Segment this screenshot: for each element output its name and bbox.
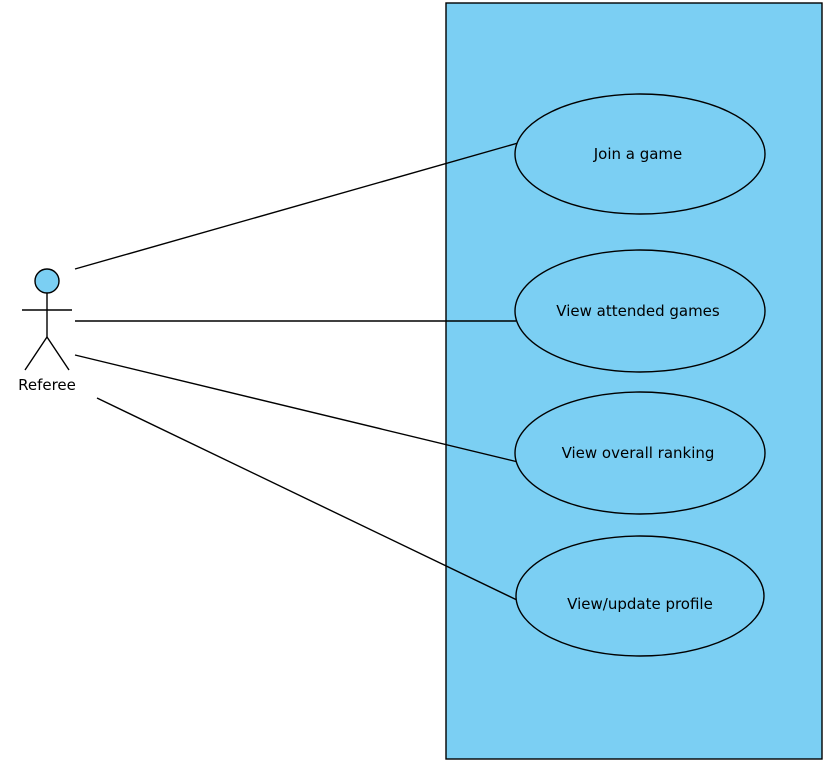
actor-head <box>34 268 60 294</box>
usecase-view-overall-ranking: View overall ranking <box>514 391 766 515</box>
usecase-label: View/update profile <box>567 595 713 613</box>
actor-left-leg <box>24 336 48 371</box>
actor-label: Referee <box>18 376 76 394</box>
usecase-ellipse <box>514 249 766 373</box>
association-view-update-profile <box>96 397 520 602</box>
usecase-join-a-game: Join a game <box>514 93 766 215</box>
usecase-ellipse <box>514 391 766 515</box>
usecase-view-attended-games: View attended games <box>514 249 766 373</box>
usecase-label: View overall ranking <box>562 444 715 462</box>
usecase-label: Join a game <box>593 145 683 163</box>
usecase-ellipse <box>514 93 766 215</box>
usecase-label: View attended games <box>556 302 720 320</box>
actor-right-leg <box>46 336 70 371</box>
actor-referee: Referee <box>18 268 76 394</box>
association-join-a-game <box>74 142 519 270</box>
association-view-overall-ranking <box>74 354 519 463</box>
usecase-view-update-profile: View/update profile <box>515 535 765 657</box>
usecase-ellipse <box>515 535 765 657</box>
